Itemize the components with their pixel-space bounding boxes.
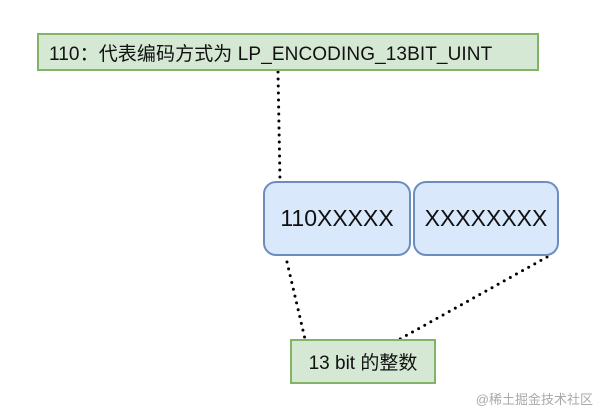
- encoding-note: 110：代表编码方式为 LP_ENCODING_13BIT_UINT: [37, 33, 539, 71]
- watermark: @稀土掘金技术社区: [475, 392, 593, 407]
- connector-byte1-to-integer: [285, 260, 307, 341]
- first-byte-box: 110XXXXX: [263, 181, 411, 256]
- connector-note-to-byte1: [276, 70, 282, 183]
- second-byte-box: XXXXXXXX: [413, 181, 559, 256]
- integer-note: 13 bit 的整数: [290, 339, 436, 384]
- connector-byte2-to-integer: [398, 255, 549, 341]
